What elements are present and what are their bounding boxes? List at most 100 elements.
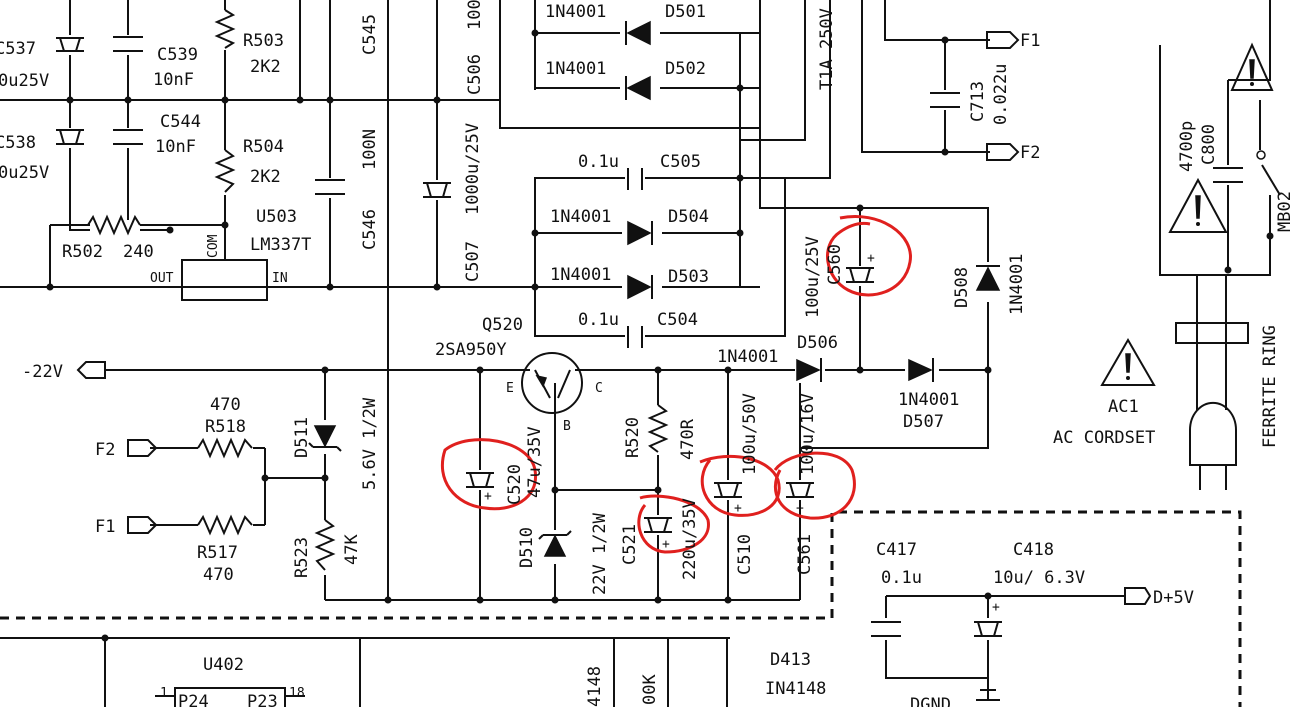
c418-plus: + bbox=[992, 600, 1000, 615]
c520-plus: + bbox=[484, 489, 492, 504]
ac1-desc: AC CORDSET bbox=[1053, 428, 1155, 448]
c521-plus: + bbox=[662, 537, 670, 552]
d501-label: D501 bbox=[665, 2, 706, 22]
c506-label: C506 bbox=[465, 54, 485, 95]
fuse-label: T1A 250V bbox=[817, 8, 837, 90]
u503-type: LM337T bbox=[250, 235, 311, 255]
c560-label: C560 bbox=[825, 244, 845, 285]
pin-c-label: C bbox=[595, 381, 603, 396]
c520-label: C520 bbox=[505, 464, 525, 505]
c545-label: C545 bbox=[360, 14, 380, 55]
r502-value: 240 bbox=[123, 242, 154, 262]
electrolytic-cap-symbols bbox=[55, 35, 1003, 640]
r523-label: R523 bbox=[292, 537, 312, 578]
c546-label: C546 bbox=[360, 209, 380, 250]
d502-label: D502 bbox=[665, 59, 706, 79]
c510-label: C510 bbox=[735, 534, 755, 575]
r518-label: R518 bbox=[205, 417, 246, 437]
c520-value: 47u/35V bbox=[525, 426, 545, 498]
r502-label: R502 bbox=[62, 242, 103, 262]
c544-value: 10nF bbox=[155, 137, 196, 157]
d413-label: D413 bbox=[770, 650, 811, 670]
c505-label: C505 bbox=[660, 152, 701, 172]
pin-in-label: IN bbox=[272, 271, 288, 286]
c507-label: C507 bbox=[463, 241, 483, 282]
f2-top-label: F2 bbox=[1020, 143, 1040, 163]
f2-label: F2 bbox=[95, 440, 115, 460]
c713-value: 0.022u bbox=[991, 64, 1011, 125]
r503-value: 2K2 bbox=[250, 57, 281, 77]
c560-plus: + bbox=[867, 251, 875, 266]
red-highlight-marks bbox=[440, 215, 912, 554]
d511-value: 5.6V 1/2W bbox=[360, 397, 380, 490]
connector-flags bbox=[76, 31, 1152, 605]
u402-pin-1: 1 bbox=[160, 686, 168, 701]
partial-00k-label: 00K bbox=[640, 674, 660, 705]
f1-top-label: F1 bbox=[1020, 31, 1040, 51]
pin-com-label: COM bbox=[206, 234, 221, 258]
dplus5v-label: D+5V bbox=[1153, 588, 1194, 608]
d506-type: 1N4001 bbox=[717, 347, 778, 367]
u402-label: U402 bbox=[203, 655, 244, 675]
u402-pin-p23: P23 bbox=[247, 692, 278, 707]
c800-value: 4700p bbox=[1177, 121, 1197, 172]
dashed-boundary bbox=[0, 510, 1242, 707]
resistor-symbols bbox=[87, 9, 669, 575]
capacitor-symbols bbox=[113, 35, 1243, 640]
pin-out-label: OUT bbox=[150, 271, 174, 286]
c561-label: C561 bbox=[795, 534, 815, 575]
c537-label: C537 bbox=[0, 39, 36, 59]
r517-value: 470 bbox=[203, 565, 234, 585]
transistor-q520 bbox=[520, 352, 585, 414]
junction-dots bbox=[46, 29, 1274, 642]
r504-label: R504 bbox=[243, 137, 284, 157]
c507-value: 1000u/25V bbox=[463, 123, 483, 215]
c510-value: 100u/50V bbox=[740, 393, 760, 475]
pin-e-label: E bbox=[506, 381, 514, 396]
u402-pin-p24: P24 bbox=[178, 692, 209, 707]
c505-value: 0.1u bbox=[578, 152, 619, 172]
d507-type: 1N4001 bbox=[898, 390, 959, 410]
d504-label: D504 bbox=[668, 207, 709, 227]
c560-value: 100u/25V bbox=[803, 236, 823, 318]
r520-label: R520 bbox=[623, 417, 643, 458]
c506-value: 100 bbox=[465, 0, 485, 30]
mb02-label: MB02 bbox=[1275, 191, 1291, 232]
c510-plus: + bbox=[734, 501, 742, 516]
c538-value: 0u25V bbox=[0, 163, 49, 183]
regulator-u503 bbox=[163, 259, 290, 301]
r504-value: 2K2 bbox=[250, 167, 281, 187]
d501-type: 1N4001 bbox=[545, 2, 606, 22]
d503-label: D503 bbox=[668, 267, 709, 287]
d508-type: 1N4001 bbox=[1007, 254, 1027, 315]
c546-value: 100N bbox=[360, 129, 380, 170]
c561-plus: + bbox=[796, 501, 804, 516]
d502-type: 1N4001 bbox=[545, 59, 606, 79]
ac-cord-graphics bbox=[976, 42, 1274, 701]
c713-label: C713 bbox=[968, 81, 988, 122]
ic-u402 bbox=[155, 687, 305, 707]
r517-label: R517 bbox=[197, 543, 238, 563]
q520-label: Q520 bbox=[482, 315, 523, 335]
r520-value: 470R bbox=[678, 418, 698, 460]
d510-label: D510 bbox=[517, 527, 537, 568]
d508-label: D508 bbox=[952, 267, 972, 308]
ac1-label: AC1 bbox=[1108, 397, 1139, 417]
c544-label: C544 bbox=[160, 112, 201, 132]
partial-4148-label: 4148 bbox=[585, 666, 605, 707]
d413-type: IN4148 bbox=[765, 679, 826, 699]
c537-value: 0u25V bbox=[0, 71, 49, 91]
dgnd-label: DGND bbox=[910, 695, 951, 707]
d507-label: D507 bbox=[903, 412, 944, 432]
c538-label: C538 bbox=[0, 133, 36, 153]
d503-type: 1N4001 bbox=[550, 265, 611, 285]
d510-value: 22V 1/2W bbox=[590, 512, 610, 595]
ferrite-ring-label: FERRITE RING bbox=[1260, 325, 1280, 448]
diode-symbols bbox=[308, 20, 1001, 564]
c539-label: C539 bbox=[157, 45, 198, 65]
c561-value: 100u/16V bbox=[798, 393, 818, 475]
c521-value: 220u/35V bbox=[680, 498, 700, 580]
